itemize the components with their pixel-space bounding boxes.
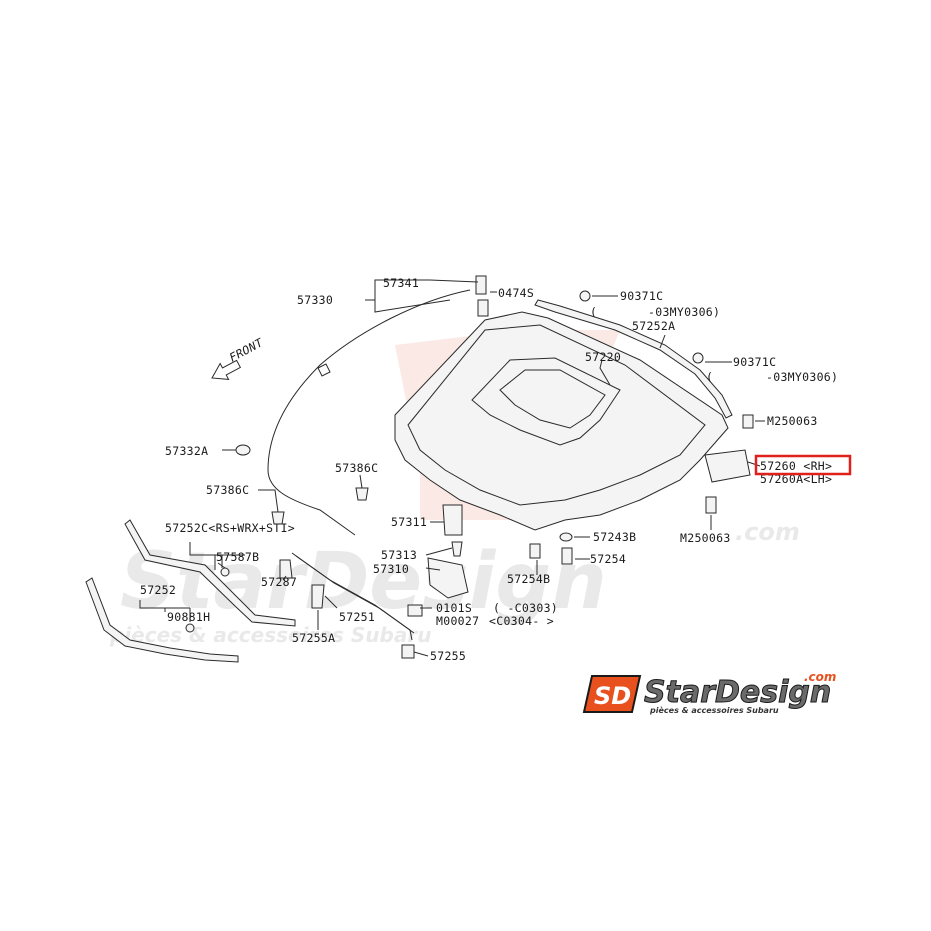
label-57330: 57330 bbox=[297, 293, 333, 307]
hood-weatherstrip bbox=[534, 299, 733, 419]
bumper-57254-icon bbox=[561, 547, 573, 565]
label-03my0306-1: -03MY0306) bbox=[648, 305, 720, 319]
highlight-box-57260 bbox=[754, 454, 852, 476]
bolt-m250063-top-icon bbox=[742, 414, 754, 429]
label-0474s: 0474S bbox=[498, 286, 534, 300]
logo-com: .com bbox=[804, 670, 836, 684]
label-57220: 57220 bbox=[585, 350, 621, 364]
holder-57255a-icon bbox=[311, 584, 325, 609]
label-90371c-2: 90371C bbox=[733, 355, 776, 369]
label-m250063-top: M250063 bbox=[767, 414, 818, 428]
label-57254: 57254 bbox=[590, 552, 626, 566]
striker-57311-icon bbox=[442, 504, 463, 536]
bolt-0101s-icon bbox=[407, 604, 423, 617]
label-0101s-range: ( -C0303) bbox=[493, 601, 558, 615]
callout-labels: 57341 57330 0474S 90371C ( -03MY0306) 57… bbox=[140, 276, 838, 663]
logo-mark: SD bbox=[594, 682, 631, 710]
watermark-brand: StarDesign bbox=[120, 537, 607, 627]
leader-lines bbox=[139, 279, 765, 657]
label-57287: 57287 bbox=[261, 575, 297, 589]
hood-panel bbox=[394, 311, 729, 531]
label-57341: 57341 bbox=[383, 276, 419, 290]
label-57260a-lh: 57260A<LH> bbox=[760, 472, 832, 486]
front-label: FRONT bbox=[227, 335, 266, 365]
clip-90371c-2-icon bbox=[692, 352, 704, 364]
bolt-57313-icon bbox=[451, 541, 463, 557]
label-57260-rh: 57260 <RH> bbox=[760, 459, 832, 473]
label-0101s: 0101S bbox=[436, 601, 472, 615]
bolt-0474s-icon bbox=[477, 299, 489, 317]
stardesign-logo: SD StarDesign .com pièces & accessoires … bbox=[582, 670, 836, 715]
bumper-57254b-icon bbox=[529, 543, 541, 559]
label-57255: 57255 bbox=[430, 649, 466, 663]
front-arrow-icon bbox=[211, 359, 242, 380]
logo-tagline: pièces & accessoires Subaru bbox=[649, 705, 779, 715]
clip-57386c-r-icon bbox=[355, 487, 369, 501]
watermark-tagline: pièces & accessoires Subaru bbox=[109, 623, 431, 647]
logo-badge-icon bbox=[582, 675, 642, 713]
label-57252a: 57252A bbox=[632, 319, 675, 333]
label-90881h: 90881H bbox=[167, 610, 210, 624]
label-57311: 57311 bbox=[391, 515, 427, 529]
label-57251: 57251 bbox=[339, 610, 375, 624]
holder-57287-icon bbox=[279, 559, 293, 579]
washer-57243b-icon bbox=[559, 532, 573, 542]
paren-open-1: ( bbox=[590, 305, 597, 319]
label-57587b: 57587B bbox=[216, 550, 259, 564]
clip-90881h-icon bbox=[185, 623, 195, 633]
label-57310: 57310 bbox=[373, 562, 409, 576]
latch-bracket-icon bbox=[475, 275, 487, 295]
watermark-com: .com bbox=[735, 518, 800, 546]
label-m00027-range: <C0304- > bbox=[489, 614, 554, 628]
label-m250063-bot: M250063 bbox=[680, 531, 731, 545]
label-57255a: 57255A bbox=[292, 631, 335, 645]
clip-57587b-icon bbox=[220, 567, 230, 577]
latch-57310-icon bbox=[427, 557, 469, 599]
clip-90371c-icon bbox=[579, 290, 591, 302]
front-lower-trim bbox=[85, 577, 239, 663]
label-57254b: 57254B bbox=[507, 572, 550, 586]
label-57386c-right: 57386C bbox=[335, 461, 378, 475]
bolt-m250063-bot-icon bbox=[705, 496, 717, 514]
label-57313: 57313 bbox=[381, 548, 417, 562]
label-57252c: 57252C<RS+WRX+STI> bbox=[165, 521, 295, 535]
fasteners bbox=[185, 275, 754, 659]
logo-brand: StarDesign bbox=[644, 675, 831, 710]
label-m00027: M00027 bbox=[436, 614, 479, 628]
cushion-57332a-icon bbox=[235, 444, 251, 456]
label-57252: 57252 bbox=[140, 583, 176, 597]
clip-57255-icon bbox=[401, 644, 415, 659]
hood-release-cable bbox=[267, 289, 471, 536]
bracket-57260-icon bbox=[704, 449, 751, 483]
label-03my0306-2: -03MY0306) bbox=[766, 370, 838, 384]
label-57386c-left: 57386C bbox=[206, 483, 249, 497]
paren-open-2: ( bbox=[706, 370, 713, 384]
label-57332a: 57332A bbox=[165, 444, 208, 458]
clip-57386c-l-icon bbox=[271, 511, 285, 525]
label-57243b: 57243B bbox=[593, 530, 636, 544]
front-upper-trim bbox=[124, 519, 296, 627]
label-90371c-1: 90371C bbox=[620, 289, 663, 303]
